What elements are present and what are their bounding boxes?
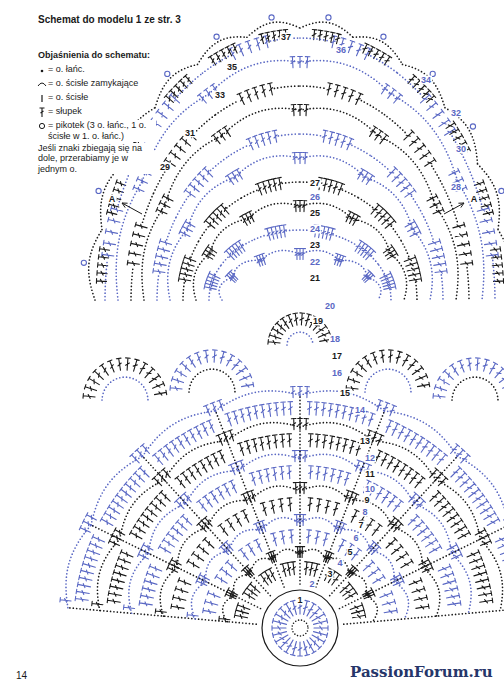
round-number: 31: [184, 129, 196, 138]
round-number: 1: [296, 596, 303, 605]
round-number: 19: [312, 317, 324, 326]
legend-text: = słupek: [48, 106, 82, 117]
legend-row: = o. ścisłe zamykające: [36, 78, 138, 90]
stitch-symbols: [83, 30, 504, 622]
round-number: 21: [309, 274, 321, 283]
legend-symbol: [36, 92, 48, 104]
round-number: 27: [309, 179, 321, 188]
round-number: 32: [450, 109, 462, 118]
round-number: 36: [335, 46, 347, 55]
round-number: 9: [363, 496, 370, 505]
chain-loops: [69, 22, 504, 624]
picot-symbol: [81, 260, 86, 265]
round-number: 24: [309, 225, 321, 234]
legend-symbol-shape: [39, 123, 44, 128]
picot-symbol: [499, 188, 504, 193]
watermark: PassionForum.ru: [350, 664, 493, 681]
legend-heading: Objaśnienia do schematu:: [38, 50, 150, 60]
round-number: 29: [159, 163, 171, 172]
round-number: 18: [329, 335, 341, 344]
picot-symbol: [214, 34, 219, 39]
legend-symbol-shape: [40, 108, 45, 117]
chart-title: Schemat do modelu 1 ze str. 3: [38, 14, 181, 26]
legend-symbol: [36, 120, 48, 132]
round-number: 34: [420, 76, 432, 85]
note-text: Jeśli znaki zbiegają się na dole, przera…: [38, 143, 154, 174]
legend-symbol-shape: [41, 95, 42, 102]
round-number: 30: [455, 145, 467, 154]
round-number: 23: [309, 241, 321, 250]
legend-symbol: [36, 106, 48, 118]
marker-letter: A: [108, 195, 117, 204]
legend-text: = o. ścisłe: [48, 92, 88, 103]
legend-text: = o. łańc.: [48, 64, 85, 75]
picot-symbol: [381, 34, 386, 39]
legend-symbol-shape: [41, 70, 44, 73]
round-number: 15: [339, 389, 351, 398]
round-number: 5: [346, 548, 353, 557]
legend-row: = słupek: [36, 106, 82, 118]
arrow-head: [458, 203, 464, 208]
round-number: 13: [359, 437, 371, 446]
round-number: 17: [331, 352, 343, 361]
round-number: 20: [324, 302, 336, 311]
picot-symbol: [165, 71, 170, 76]
round-number: 8: [361, 508, 368, 517]
legend-symbol-shape: [38, 83, 46, 86]
round-number: 12: [364, 454, 376, 463]
round-number: 26: [309, 193, 321, 202]
round-number: 25: [309, 209, 321, 218]
doily-chart: [60, 15, 504, 666]
picot-symbol: [326, 15, 331, 20]
arrow-head: [122, 203, 128, 208]
round-number: 2: [308, 580, 315, 589]
picot-symbol: [269, 15, 274, 20]
legend-symbol: [36, 64, 48, 76]
picot-symbol: [96, 188, 101, 193]
legend-text: = o. ścisłe zamykające: [48, 78, 138, 89]
page-number: 14: [16, 670, 27, 682]
legend-symbol: [36, 78, 48, 90]
round-number: 7: [357, 521, 364, 530]
round-number: 28: [450, 183, 462, 192]
round-number: 6: [352, 534, 359, 543]
round-number: 3: [326, 570, 333, 579]
marker-letter: A: [470, 195, 479, 204]
legend-row: = o. ścisłe: [36, 92, 88, 104]
round-number: 10: [364, 485, 376, 494]
round-number: 14: [354, 406, 366, 415]
round-number: 11: [364, 470, 376, 479]
round-number: 37: [280, 33, 292, 42]
legend-row: = o. łańc.: [36, 64, 85, 76]
round-number: 35: [226, 63, 238, 72]
center-chain-ring: [292, 620, 308, 636]
legend-row: = pikotek (3 o. łańc., 1 o. ścisłe w 1. …: [36, 120, 156, 142]
picot-symbol: [470, 124, 475, 129]
round-number: 22: [309, 258, 321, 267]
round-number: 4: [336, 559, 343, 568]
direction-arrow: [122, 203, 142, 214]
round-number: 33: [214, 91, 226, 100]
direction-arrow: [444, 203, 464, 214]
round-number: 16: [331, 369, 343, 378]
legend-text: = pikotek (3 o. łańc., 1 o. ścisłe w 1. …: [48, 120, 156, 142]
